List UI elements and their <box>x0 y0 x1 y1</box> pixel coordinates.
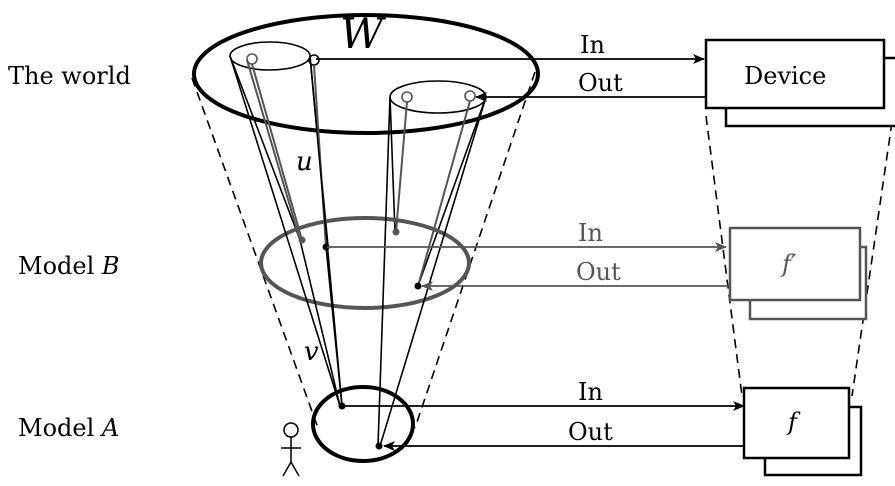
model-a-label-prefix: Model <box>18 414 102 442</box>
projection-cone-left <box>191 71 536 429</box>
fiber-cylinder-u <box>229 41 329 248</box>
model-a-out-label: Out <box>568 418 613 446</box>
model-b-out-label: Out <box>576 258 621 286</box>
device-label: Device <box>744 62 826 90</box>
model-b-label-prefix: Model <box>18 252 102 280</box>
world-out-label: Out <box>578 69 623 97</box>
map-v-label: v <box>304 337 319 367</box>
f-prime-label: f′ <box>780 250 797 278</box>
model-a-label-symbol: A <box>100 414 119 442</box>
row-label-model-b: Model B <box>18 252 120 280</box>
device-box <box>704 38 895 128</box>
world-set-symbol: W <box>340 9 387 58</box>
projection-cone-right <box>705 115 893 397</box>
model-b-set <box>259 216 471 310</box>
state-points <box>298 228 422 450</box>
world-set <box>192 13 540 135</box>
f-box <box>742 386 863 477</box>
row-label-model-a: Model A <box>18 414 119 442</box>
model-a-in-label: In <box>578 378 603 406</box>
observer-icon <box>281 422 301 477</box>
f-prime-box <box>728 226 868 321</box>
map-u-label: u <box>296 147 313 177</box>
row-label-world: The world <box>8 62 131 90</box>
model-a-set <box>311 385 415 463</box>
world-in-label: In <box>580 31 605 59</box>
model-b-label-symbol: B <box>101 252 120 280</box>
model-b-in-label: In <box>578 219 603 247</box>
